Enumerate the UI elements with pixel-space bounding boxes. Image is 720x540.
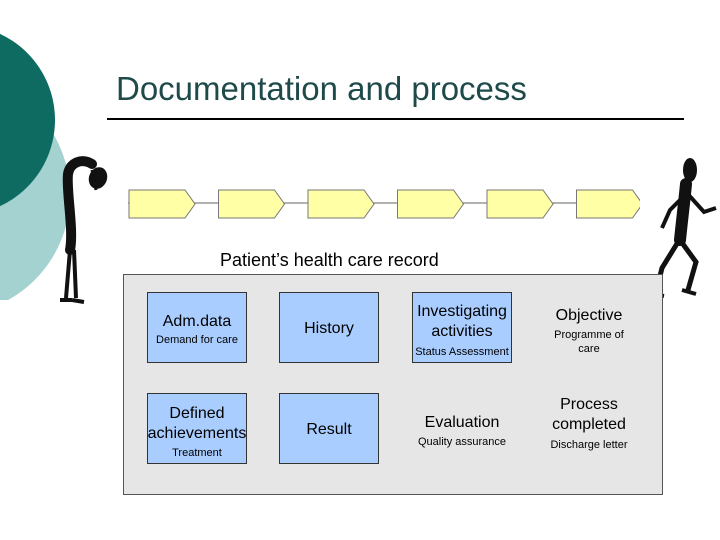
process-step-arrow: [486, 189, 554, 219]
cell-box: [147, 292, 247, 363]
record-cell-investigating-activities: Investigating activities Status Assessme…: [412, 292, 512, 363]
cell-subtitle: Quality assurance: [417, 436, 507, 448]
cell-subtitle: Status Assessment: [415, 346, 509, 358]
record-cell-process-completed: Process completed Discharge letter: [539, 393, 639, 464]
process-step-arrow: [128, 189, 196, 219]
process-step-arrow: [218, 189, 286, 219]
process-step-arrow: [576, 189, 640, 219]
cell-title: Result: [306, 421, 352, 438]
cell-subtitle: Discharge letter: [550, 439, 628, 451]
cell-title: Investigating activities: [417, 303, 507, 340]
cell-box: [412, 292, 512, 363]
cell-subtitle: Programme of care: [554, 329, 624, 355]
cell-subtitle: Demand for care: [156, 334, 238, 346]
record-cell-objective: Objective Programme of care: [539, 292, 639, 363]
cell-title: Evaluation: [424, 414, 500, 431]
process-arrow-chain: [128, 189, 640, 219]
cell-box: [147, 393, 247, 464]
record-cell-evaluation: Evaluation Quality assurance: [412, 393, 512, 464]
record-cell-result: Result: [279, 393, 379, 464]
cell-subtitle: Treatment: [172, 447, 222, 459]
health-care-record-panel: Adm.data Demand for care History Investi…: [123, 274, 663, 495]
record-label: Patient’s health care record: [220, 250, 439, 270]
cell-title: Adm.data: [162, 313, 232, 330]
cell-title: Process completed: [552, 396, 626, 433]
slide-title: Documentation and process: [116, 70, 527, 107]
record-cell-adm-data: Adm.data Demand for care: [147, 292, 247, 363]
cell-title: Objective: [555, 307, 623, 324]
title-divider: [107, 118, 684, 120]
cell-box: [279, 393, 379, 464]
process-step-arrow: [397, 189, 465, 219]
cell-title: Defined achievements: [147, 405, 247, 442]
sad-figure-icon: [60, 156, 108, 304]
record-cell-history: History: [279, 292, 379, 363]
cell-box: [279, 292, 379, 363]
cell-title: History: [304, 320, 354, 337]
record-cell-defined-achievements: Defined achievements Treatment: [147, 393, 247, 464]
decorative-circles: [0, 33, 70, 300]
process-step-arrow: [307, 189, 375, 219]
